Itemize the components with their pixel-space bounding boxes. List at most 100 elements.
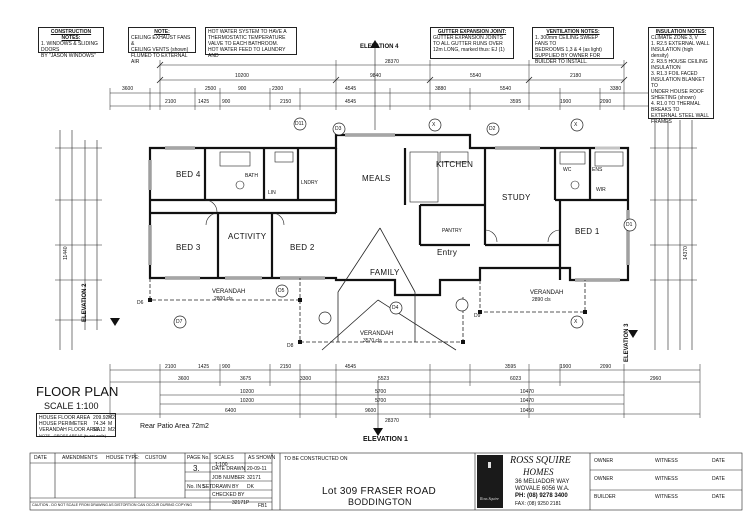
builder-label: BUILDER xyxy=(594,494,616,500)
ventilation-note-line: BEDROOMS 1,3 & 4 (as light) xyxy=(535,47,602,53)
dim-top-row4: 1425 xyxy=(198,99,210,105)
dim-bottom-row5: 10450 xyxy=(520,408,534,414)
verandah-center: VERANDAH xyxy=(360,331,394,337)
dim-top-row3: 3880 xyxy=(435,86,447,92)
date-drawn-label: DATE DRAWN xyxy=(212,466,246,472)
dim-top-row3: 3600 xyxy=(122,86,134,92)
area-row-label: HOUSE PERIMETER xyxy=(39,421,88,427)
room-bed-3: BED 3 xyxy=(176,243,201,252)
ventilation-note-line: 1. 300mm CEILING SWEEP FANS TO xyxy=(535,35,598,47)
witness-label-2: WITNESS xyxy=(655,476,678,482)
drawing-number: 32171P xyxy=(232,500,250,506)
job-number-value: 32171 xyxy=(247,475,261,481)
date-label-2: DATE xyxy=(712,458,725,464)
dim-top-row2: 9840 xyxy=(370,73,382,79)
dim-bottom-row2: 5523 xyxy=(378,376,390,382)
area-row-value: 74.34 xyxy=(93,421,106,427)
ventilation-note: VENTILATION NOTES: 1. 300mm CEILING SWEE… xyxy=(532,27,614,65)
marker-d8: D8 xyxy=(287,343,294,349)
company-phone: PH: (08) 9278 3400 xyxy=(515,493,568,499)
dim-right-overall: 14370 xyxy=(683,246,689,260)
gutter-note-line: TO ALL GUTTER RUNS OVER xyxy=(433,41,503,47)
dim-bottom-row1: 2150 xyxy=(280,364,292,370)
area-row-label: VERANDAH FLOOR AREA xyxy=(39,427,101,433)
marker-x: X xyxy=(574,319,578,325)
marker-d11: D11 xyxy=(295,121,304,127)
room-bed-2: BED 2 xyxy=(290,243,315,252)
area-note: NOTE - GROSS AREAS (to ext walls) xyxy=(39,433,107,438)
marker-d6: D6 xyxy=(137,300,144,306)
house-type-value: CUSTOM xyxy=(145,455,167,461)
rear-patio-area: Rear Patio Area 72m2 xyxy=(140,423,209,430)
room-ens: ENS xyxy=(592,167,603,173)
construction-notes-line: 1. WINDOWS & SLIDING DOORS xyxy=(41,41,98,53)
insulation-note-line: SHEETING (shown) xyxy=(651,95,696,101)
company-name-line1: ROSS SQUIRE xyxy=(510,455,571,466)
company-logo-text: Ross Squire xyxy=(480,496,499,501)
room-bed-1: BED 1 xyxy=(575,227,600,236)
room-family: FAMILY xyxy=(370,268,400,277)
dim-top-row2: 2180 xyxy=(570,73,582,79)
elevation-1-label: ELEVATION 1 xyxy=(363,436,408,443)
verandah-right: VERANDAH xyxy=(530,290,564,296)
ventilation-note-title: VENTILATION NOTES: xyxy=(546,29,600,35)
dim-bottom-row1: 2090 xyxy=(600,364,612,370)
page-no-value: 3. xyxy=(193,464,200,473)
dim-top-row3: 5540 xyxy=(500,86,512,92)
dim-top-row4: 2150 xyxy=(280,99,292,105)
dim-bottom-row2: 3675 xyxy=(240,376,252,382)
room-wc: WC xyxy=(563,167,572,173)
dim-top-row4: 1900 xyxy=(560,99,572,105)
dim-bottom-row4: 5700 xyxy=(375,398,387,404)
insulation-note-line: INSULATION (high density) xyxy=(651,47,694,59)
owner-label-2: OWNER xyxy=(594,476,614,482)
dim-bottom-row1: 1425 xyxy=(198,364,210,370)
dim-top-row4: 4545 xyxy=(345,99,357,105)
room-kitchen: KITCHEN xyxy=(436,160,474,169)
area-row-value: 209.92 xyxy=(93,415,109,421)
date-label-4: DATE xyxy=(712,494,725,500)
dim-top-row4: 2090 xyxy=(600,99,612,105)
dim-top-row3: 2300 xyxy=(272,86,284,92)
marker-d3: D3 xyxy=(335,126,342,132)
floor-plan-heading: FLOOR PLAN xyxy=(36,384,119,399)
hot-water-note: HOT WATER SYSTEM TO HAVE A THERMOSTATIC … xyxy=(205,27,297,59)
insulation-note-line: INSULATION xyxy=(651,65,681,71)
construction-notes-title: CONSTRUCTION NOTES: xyxy=(50,29,92,41)
elevation-4-label: ELEVATION 4 xyxy=(360,44,399,50)
marker-d4: D4 xyxy=(392,305,399,311)
witness-label: WITNESS xyxy=(655,458,678,464)
gutter-note-line: GUTTER EXPANSION JOINTS xyxy=(433,35,503,41)
dim-left-overall: 11440 xyxy=(63,246,69,260)
marker-x: X xyxy=(432,122,436,128)
dim-top-row2: 10200 xyxy=(235,73,249,79)
elevation-2-label: ELEVATION 2 xyxy=(82,283,88,322)
drawn-by-value: DK xyxy=(247,484,254,490)
room-wir: WIR xyxy=(596,187,606,193)
dim-top-row2: 5540 xyxy=(470,73,482,79)
insulation-note-line: 1. R2.5 EXTERNAL WALL xyxy=(651,41,710,47)
dim-top-row3: 3380 xyxy=(610,86,622,92)
dim-top-row4: 3595 xyxy=(510,99,522,105)
scales-value: 1:100 xyxy=(215,462,228,468)
drawn-by-label: DRAWN BY xyxy=(212,484,239,490)
insulation-note: INSULATION NOTES: CLIMATE ZONE 3, V 1. R… xyxy=(648,27,714,125)
verandah-left: VERANDAH xyxy=(212,289,246,295)
dim-bottom-row3: 10200 xyxy=(240,389,254,395)
marker-x: X xyxy=(574,122,578,128)
room-study: STUDY xyxy=(502,193,531,202)
dim-top-row3: 4545 xyxy=(345,86,357,92)
sheet-label: No. IN SET xyxy=(187,484,213,490)
ceiling-note-line: CEILING EXHAUST FANS & xyxy=(131,35,191,47)
dim-bottom-row3: 5700 xyxy=(375,389,387,395)
room-lndry: LNDRY xyxy=(301,180,318,186)
dim-top-row3: 900 xyxy=(238,86,247,92)
ceiling-note: NOTE: CEILING EXHAUST FANS & CEILING VEN… xyxy=(128,27,196,65)
insulation-note-line: 4. R1.0 TO THERMAL BREAKS TO xyxy=(651,101,701,113)
construction-notes: CONSTRUCTION NOTES: 1. WINDOWS & SLIDING… xyxy=(38,27,104,59)
hot-water-line: HOT WATER SYSTEM TO HAVE A xyxy=(208,29,287,35)
scale-label: SCALE 1:100 xyxy=(44,401,99,411)
insulation-note-line: EXTERNAL STEEL WALL FRAMES xyxy=(651,113,709,125)
dim-bottom-row1: 3595 xyxy=(505,364,517,370)
